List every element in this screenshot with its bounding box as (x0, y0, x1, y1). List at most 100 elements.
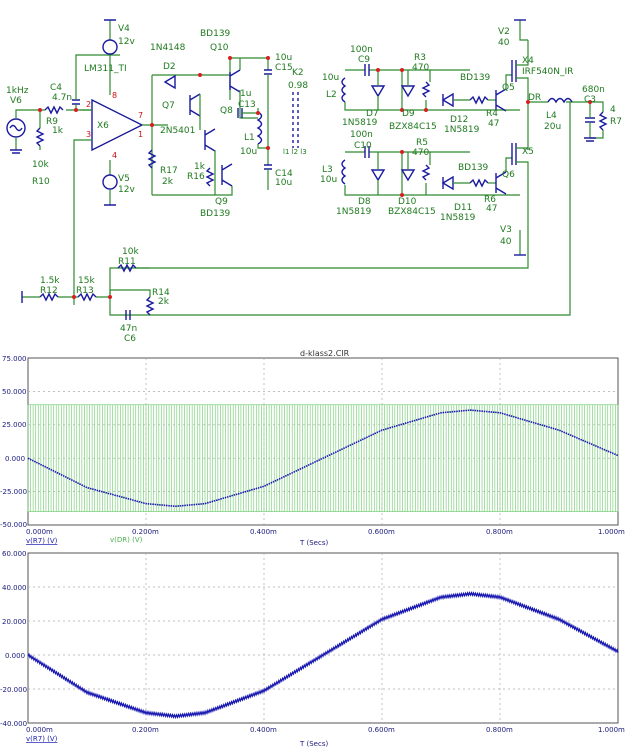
r3-label: R3 (414, 53, 426, 63)
c10-label: C10 (354, 141, 372, 151)
x6-type-label: LM311_TI (84, 64, 127, 74)
c3-label: C3 (584, 95, 596, 105)
plot1-series-vr7 (27, 409, 619, 508)
l1-label: L1 (244, 133, 255, 143)
r14-value: 2k (158, 297, 170, 307)
d11-label: D11 (454, 203, 472, 213)
v4-value: 12v (118, 37, 135, 47)
plot1-title: d-klass2.CIR (300, 349, 350, 358)
c9-label: C9 (358, 55, 370, 65)
q6-type-label: BD139 (458, 163, 489, 173)
plot2-ytick: -20.000 (0, 686, 27, 694)
plot1-xtick: 0.400m (250, 528, 277, 536)
l1-value: 10u (240, 147, 257, 157)
plot2-ytick: 60.000 (2, 550, 27, 558)
plot1-ytick: 25.000 (2, 421, 27, 429)
plot1-ytick: 75.000 (2, 355, 27, 363)
l3-value: 10u (320, 175, 337, 185)
plot1-legend-vr7: v(R7) (V) (26, 537, 58, 545)
l4-value: 20u (544, 122, 561, 132)
c14-value: 10u (275, 178, 292, 188)
v2-value: 40 (498, 38, 510, 48)
q10-label: Q10 (210, 43, 229, 53)
pin-4: 4 (112, 151, 117, 160)
plot1-y-ticks: 75.000 50.000 25.000 0.000 -25.000 -50.0… (0, 355, 27, 529)
q7-label: Q7 (162, 101, 175, 111)
schematic-wires (6, 19, 608, 320)
pin-3: 3 (86, 130, 91, 139)
d11-type-label: 1N5819 (440, 213, 476, 223)
k2-coils-label: l1 l2 l3 (283, 148, 307, 156)
c4-label: C4 (50, 83, 62, 93)
plot2-xtick: 0.400m (250, 726, 277, 734)
plot2-y-ticks: 60.000 40.000 20.000 0.000 -20.000 -40.0… (0, 550, 27, 728)
plot1-x-ticks: 0.000m 0.200m 0.400m 0.600m 0.800m 1.000… (26, 528, 625, 536)
waveform-plot-2: 60.000 40.000 20.000 0.000 -20.000 -40.0… (0, 550, 625, 748)
plot2-xtick: 1.000m (598, 726, 625, 734)
r7-value: 4 (610, 105, 616, 115)
plot2-series-vr7 (27, 591, 619, 720)
r4-label: R4 (486, 109, 498, 119)
r13-value: 15k (78, 276, 95, 286)
plot1-xtick: 0.000m (26, 528, 53, 536)
r9-label: R9 (46, 117, 58, 127)
d2-type-label: 1N4148 (150, 43, 186, 53)
c9-value: 100n (350, 45, 373, 55)
c15-value: 10u (275, 53, 292, 63)
plot1-series-vdr (27, 404, 619, 513)
plot1-ytick: -25.000 (0, 488, 27, 496)
r6-label: R6 (484, 195, 496, 205)
r11-value: 10k (122, 247, 139, 257)
plot1-xtick: 1.000m (598, 528, 625, 536)
pin-2: 2 (86, 100, 91, 109)
r5-label: R5 (416, 138, 428, 148)
d9-label: D9 (402, 109, 415, 119)
r5-value: 470 (412, 148, 429, 158)
d12-label: D12 (450, 115, 468, 125)
q8-label: Q8 (220, 106, 233, 116)
plot1-xtick: 0.800m (486, 528, 513, 536)
d7-label: D7 (366, 109, 379, 119)
q10-type-label: BD139 (200, 29, 231, 39)
r16-label: R16 (187, 172, 205, 182)
v3-value: 40 (500, 237, 512, 247)
d9-type-label: BZX84C15 (389, 122, 437, 132)
plot2-frame (27, 552, 619, 724)
d8-label: D8 (358, 197, 371, 207)
plot1-xtick: 0.200m (132, 528, 159, 536)
plot2-xlabel: T (Secs) (299, 740, 328, 748)
l2-label: L2 (326, 90, 337, 100)
plot2-legend-vr7: v(R7) (V) (26, 735, 58, 743)
plot1-xtick: 0.600m (368, 528, 395, 536)
c6-label: C6 (124, 334, 136, 344)
v2-label: V2 (498, 27, 510, 37)
pin-7: 7 (138, 111, 143, 120)
v4-label: V4 (118, 24, 130, 34)
dr-label: DR (528, 93, 541, 103)
x5-label: X5 (522, 147, 534, 157)
plot2-xtick: 0.200m (132, 726, 159, 734)
q5-type-label: BD139 (460, 73, 491, 83)
q9-type-label: BD139 (200, 209, 231, 219)
x4-type-label: IRF540N_IR (522, 67, 573, 77)
pin-8: 8 (112, 91, 117, 100)
plot1-ytick: 50.000 (2, 388, 27, 396)
r12-value: 1.5k (40, 276, 60, 286)
d12-type-label: 1N5819 (444, 125, 480, 135)
q6-label: Q6 (502, 170, 515, 180)
plot1-ytick: 0.000 (5, 455, 25, 463)
r12-label: R12 (40, 286, 58, 296)
v6-label: V6 (10, 96, 22, 106)
d7-type-label: 1N5819 (342, 118, 378, 128)
plot2-ytick: -40.000 (0, 720, 27, 728)
r14-label: R14 (152, 288, 170, 298)
vr7-line (27, 409, 619, 508)
plot1-xlabel: T (Secs) (299, 539, 328, 547)
plot2-xtick: 0.600m (368, 726, 395, 734)
vr7-line (27, 591, 619, 720)
v6-freq-label: 1kHz (6, 86, 29, 96)
v5-value: 12v (118, 185, 135, 195)
d10-label: D10 (398, 197, 417, 207)
r11-label: R11 (118, 257, 136, 267)
q7-type-label: 2N5401 (160, 126, 195, 136)
